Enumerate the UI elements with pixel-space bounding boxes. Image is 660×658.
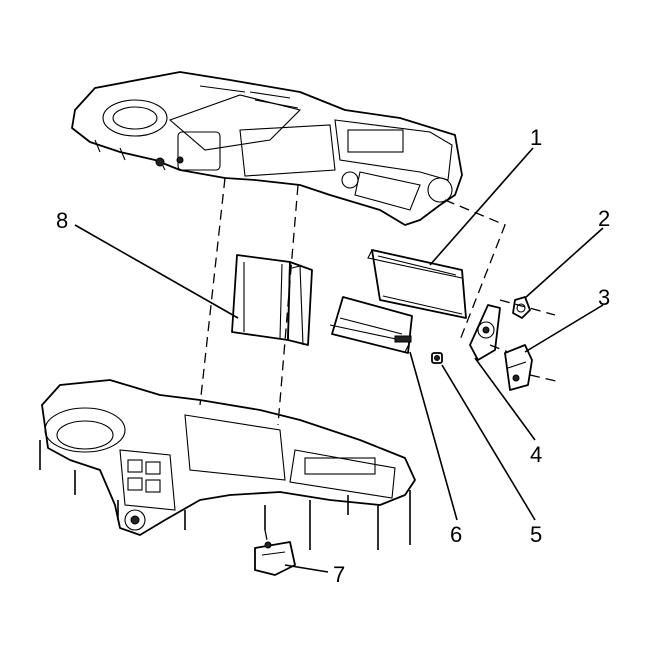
actuator-part-3 [504, 344, 533, 391]
door-part-1 [367, 249, 467, 319]
air-door-part-8 [231, 254, 313, 346]
clip-part-2 [512, 296, 531, 319]
callout-6: 6 [450, 522, 462, 547]
door-part-6 [329, 296, 413, 354]
callout-8: 8 [56, 208, 68, 233]
callout-7: 7 [333, 562, 345, 587]
callout-4: 4 [530, 442, 542, 467]
bushing-part-5 [431, 352, 443, 364]
lower-case-screws [39, 440, 411, 550]
leader-lines [74, 147, 604, 573]
callout-2: 2 [598, 206, 610, 231]
callout-1: 1 [530, 125, 542, 150]
lower-hvac-case [41, 379, 416, 536]
upper-hvac-case [71, 71, 463, 226]
sensor-part-7 [254, 541, 296, 576]
callout-5: 5 [530, 522, 542, 547]
bracket-part-4 [469, 304, 501, 361]
callout-3: 3 [598, 285, 610, 310]
assembly-guide-lines [199, 177, 561, 546]
